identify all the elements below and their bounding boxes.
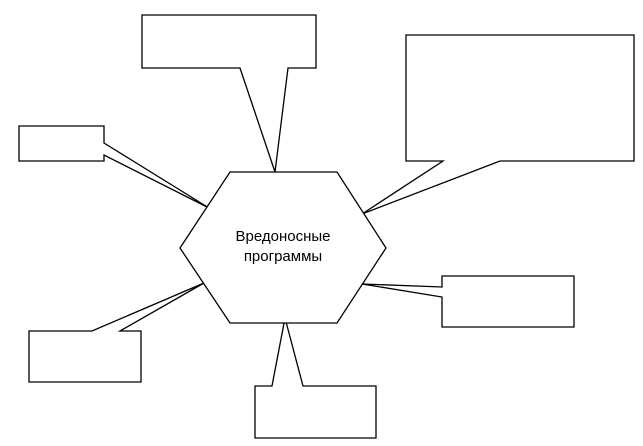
- center-label-line2: программы: [244, 248, 322, 265]
- callout-top-box: [141, 14, 317, 173]
- callout-bottom: [254, 317, 377, 439]
- callout-left-upper: [18, 125, 210, 209]
- callout-left-lower-box: [28, 282, 205, 383]
- callout-left-upper-box: [18, 125, 210, 209]
- callout-top-right-box: [361, 34, 635, 215]
- center-label-line1: Вредоносные: [236, 228, 331, 245]
- callout-right-lower: [361, 275, 575, 328]
- central-hexagon: [179, 171, 387, 324]
- callout-top: [141, 14, 317, 173]
- callout-bottom-box: [254, 317, 377, 439]
- callout-top-right: [361, 34, 635, 215]
- central-hexagon-group: Вредоносные программы: [179, 171, 387, 324]
- callout-right-lower-box: [361, 275, 575, 328]
- callout-left-lower: [28, 282, 205, 383]
